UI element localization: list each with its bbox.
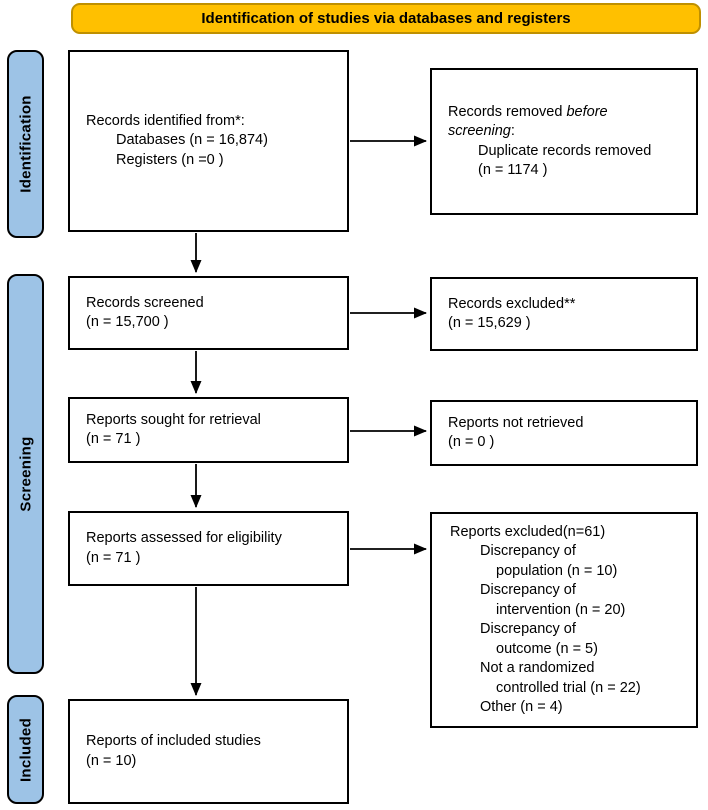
box-line: Reports of included studies (86, 733, 261, 749)
box-line: (n = 71 ) (86, 549, 141, 566)
box-line: Not a randomized (480, 660, 595, 676)
stage-label-identification: Identification (17, 95, 34, 193)
box-line-text: : (510, 123, 515, 139)
box-line: (n = 15,629 ) (448, 315, 531, 331)
title-text: Identification of studies via databases … (201, 10, 571, 27)
box-line-text: Records removed (448, 103, 567, 120)
box-line: Records excluded** (448, 295, 576, 312)
box-line: Records identified from*: (86, 112, 245, 129)
box-line: Reports not retrieved (448, 414, 584, 431)
box-reports-assessed: Reports assessed for eligibility (n = 71… (68, 511, 349, 586)
box-line: Other (n = 4) (480, 699, 563, 715)
box-line: screening: (448, 122, 686, 142)
box-line: (n = 0 ) (448, 434, 495, 450)
box-line: Records removed before (448, 103, 686, 123)
box-reports-excluded-eligibility: Reports excluded(n=61) Discrepancy of po… (430, 512, 698, 728)
box-line: Duplicate records removed (478, 142, 652, 159)
box-line: (n = 15,700 ) (86, 314, 169, 330)
stage-label-screening: Screening (17, 436, 34, 512)
box-records-identified: Records identified from*: Databases (n =… (68, 50, 349, 232)
box-records-excluded: Records excluded** (n = 15,629 ) (430, 277, 698, 351)
stage-ribbon-identification: Identification (7, 50, 44, 238)
title-banner: Identification of studies via databases … (71, 3, 701, 34)
box-line: Discrepancy of (480, 621, 576, 637)
box-line: intervention (n = 20) (496, 601, 626, 618)
stage-label-included: Included (17, 717, 34, 782)
box-line: Reports excluded(n=61) (450, 523, 606, 540)
box-line: Records screened (86, 294, 204, 311)
box-line: Databases (n = 16,874) (116, 132, 268, 149)
box-line: (n = 10) (86, 752, 137, 769)
box-line: Reports sought for retrieval (86, 411, 261, 428)
box-line: outcome (n = 5) (496, 640, 598, 657)
box-line: population (n = 10) (496, 562, 618, 579)
box-records-removed: Records removed before screening: Duplic… (430, 68, 698, 215)
box-reports-not-retrieved: Reports not retrieved (n = 0 ) (430, 400, 698, 466)
box-line: Registers (n =0 ) (116, 151, 224, 168)
box-line-text-italic: screening (448, 123, 511, 139)
box-reports-sought: Reports sought for retrieval (n = 71 ) (68, 397, 349, 463)
box-line: controlled trial (n = 22) (496, 679, 641, 696)
box-line: Reports assessed for eligibility (86, 530, 282, 546)
box-reports-included: Reports of included studies (n = 10) (68, 699, 349, 804)
stage-ribbon-included: Included (7, 695, 44, 804)
box-line: (n = 71 ) (86, 431, 141, 447)
box-records-screened: Records screened (n = 15,700 ) (68, 276, 349, 350)
box-line: Discrepancy of (480, 582, 576, 598)
box-line: (n = 1174 ) (478, 162, 548, 178)
box-line: Discrepancy of (480, 543, 576, 559)
stage-ribbon-screening: Screening (7, 274, 44, 674)
box-line-text-italic: before (566, 103, 608, 120)
